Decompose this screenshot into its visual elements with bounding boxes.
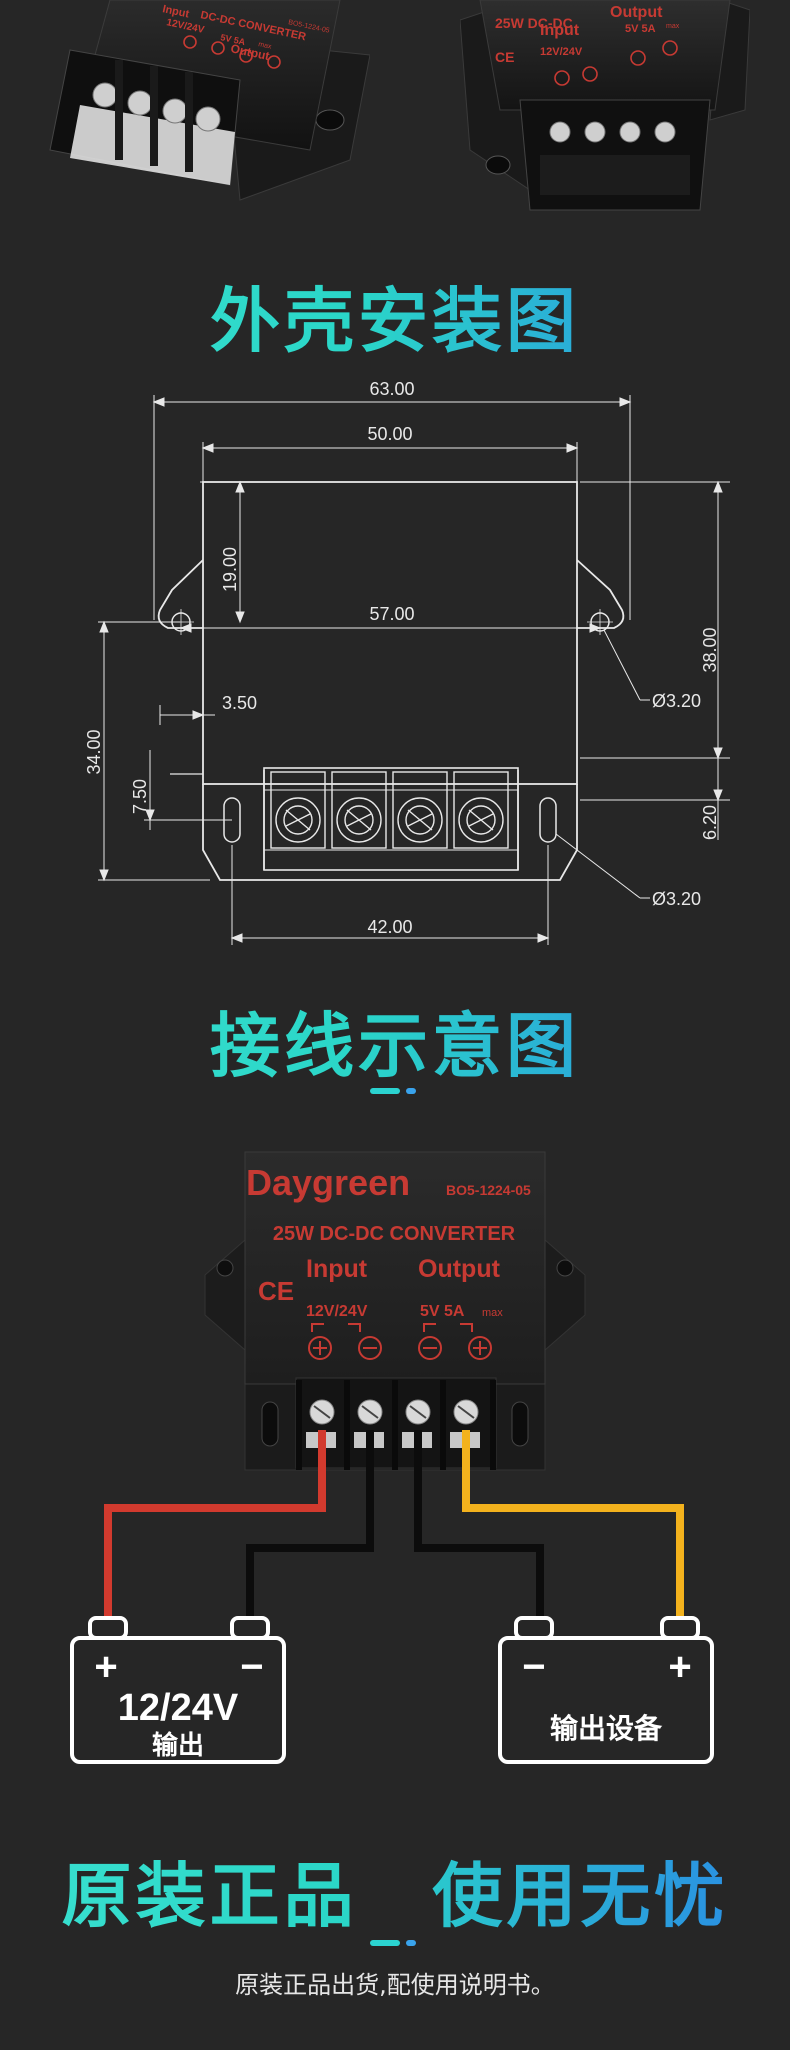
device-input-label: Input: [306, 1255, 368, 1283]
wiring-heading-underline-dot: [406, 1088, 416, 1094]
dim-body-width: 50.00: [367, 424, 412, 444]
guarantee-heading-part1: 原装正品: [61, 1855, 358, 1937]
battery-right-label: 输出设备: [550, 1712, 663, 1745]
battery-right-minus: −: [522, 1645, 545, 1689]
product-photo-left: Input 12V/24V DC-DC CONVERTER BO5-1224-0…: [40, 0, 371, 225]
dim-overall-width: 63.00: [369, 379, 414, 399]
right-photo-ce: CE: [495, 49, 514, 65]
battery-left-minus: −: [240, 1645, 263, 1689]
device-ce-mark: CE: [258, 1276, 294, 1306]
device-max-label: max: [482, 1307, 503, 1319]
left-photo-max: max: [258, 41, 273, 51]
wiring-heading: 接线示意图: [0, 990, 790, 1091]
dim-right-bottom: 6.20: [700, 805, 720, 840]
battery-left-plus: +: [94, 1645, 117, 1689]
left-photo-input-label: Input: [161, 3, 190, 20]
right-photo-max: max: [666, 23, 680, 30]
battery-left-label: 输出: [152, 1730, 204, 1761]
battery-left-voltage: 12/24V: [118, 1687, 239, 1729]
device-output-rating: 5V 5A: [420, 1303, 465, 1320]
right-photo-input-label: Input: [540, 22, 580, 39]
battery-right-plus: +: [668, 1645, 691, 1689]
dim-hole-spacing: 57.00: [369, 604, 414, 624]
product-photo-right: 25W DC-DC CE Input Output 12V/24V 5V 5A …: [459, 0, 751, 225]
device-input-voltage: 12V/24V: [306, 1303, 368, 1320]
wiring-diagram: Daygreen BO5-1224-05 25W DC-DC CONVERTER…: [0, 1140, 790, 1780]
guarantee-heading: 原装正品 使用无忧: [0, 1840, 790, 1941]
dim-slot-offset: 7.50: [130, 779, 150, 814]
right-photo-input-voltage: 12V/24V: [540, 46, 583, 58]
dim-edge-offset: 3.50: [222, 693, 257, 713]
dimension-drawing: 63.00 50.00 57.00 19.00 38.00 34.00 3.50…: [0, 370, 790, 960]
footer-note: 原装正品出货,配使用说明书。: [235, 1971, 555, 1999]
install-heading: 外壳安装图: [0, 265, 790, 366]
guarantee-heading-underline: [370, 1940, 400, 1946]
right-photo-output-rating: 5V 5A: [625, 23, 656, 35]
right-photo-output-label: Output: [610, 4, 663, 21]
guarantee-heading-underline-dot: [406, 1940, 416, 1946]
right-photo-title: 25W DC-DC: [495, 15, 573, 31]
device-brand: Daygreen: [246, 1162, 410, 1203]
dim-hole-dia-top: Ø3.20: [652, 691, 701, 711]
dim-hole-dia-bottom: Ø3.20: [652, 889, 701, 909]
guarantee-heading-part2: 使用无忧: [432, 1855, 729, 1937]
dim-slot-spacing: 42.00: [367, 917, 412, 937]
dim-left-height: 34.00: [84, 729, 104, 774]
device-model: BO5-1224-05: [446, 1182, 531, 1198]
device-output-label: Output: [418, 1255, 501, 1283]
dim-right-height: 38.00: [700, 627, 720, 672]
wiring-heading-underline: [370, 1088, 400, 1094]
device-title: 25W DC-DC CONVERTER: [273, 1223, 516, 1245]
dim-upper-height: 19.00: [220, 547, 240, 592]
